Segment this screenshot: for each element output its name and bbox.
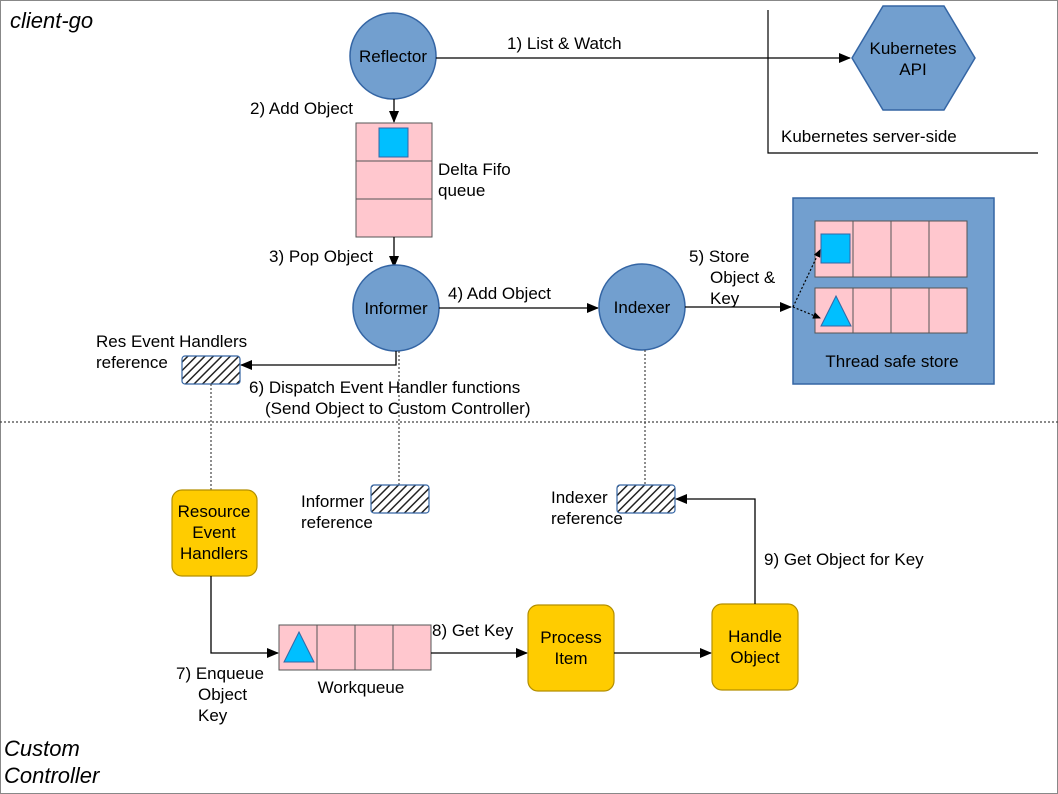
step-1-label: 1) List & Watch [507, 34, 622, 53]
step-8-label: 8) Get Key [432, 621, 514, 640]
res-event-handlers-ref-label-line1: Res Event Handlers [96, 332, 247, 351]
process-item-box [527, 604, 615, 692]
handle-object-label-line2: Object [730, 648, 779, 667]
step-5-label-line3: Key [710, 289, 740, 308]
informer-ref-label-line2: reference [301, 513, 373, 532]
arrow-dispatch-handlers [240, 351, 397, 370]
process-item-label-line1: Process [540, 628, 601, 647]
resource-event-handlers-box [171, 489, 258, 577]
workqueue-label: Workqueue [318, 678, 405, 697]
res-event-handlers-ref-label-line2: reference [96, 353, 168, 372]
step-2-label: 2) Add Object [250, 99, 353, 118]
server-side-label: Kubernetes server-side [781, 127, 957, 146]
workqueue [278, 624, 432, 671]
informer-ref-label-line1: Informer [301, 492, 365, 511]
store-row-2 [814, 287, 968, 334]
kubernetes-api-label-line1: Kubernetes [870, 39, 957, 58]
step-4-label: 4) Add Object [448, 284, 551, 303]
process-item-label-line2: Item [554, 649, 587, 668]
delta-fifo-label-line1: Delta Fifo [438, 160, 511, 179]
custom-controller-label-line2: Controller [4, 763, 101, 788]
queued-key-triangle [283, 630, 315, 663]
step-7-label-line1: 7) Enqueue [176, 664, 264, 683]
queued-object-square [378, 127, 409, 158]
indexer-ref-label-line2: reference [551, 509, 623, 528]
arrow-enqueue-key [210, 576, 279, 658]
informer-label: Informer [364, 299, 428, 318]
store-pointer-triangle [792, 306, 821, 319]
client-go-label: client-go [10, 8, 93, 33]
custom-controller-label-line1: Custom [4, 736, 80, 761]
kubernetes-api-label-line2: API [899, 60, 926, 79]
kubernetes-api-node [851, 5, 976, 111]
step-6-label-line1: 6) Dispatch Event Handler functions [249, 378, 520, 397]
step-5-label-line2: Object & [710, 268, 776, 287]
stored-object-square [820, 233, 851, 264]
delta-fifo-label-line2: queue [438, 181, 485, 200]
informer-reference [370, 484, 430, 514]
indexer-reference [616, 484, 676, 514]
resource-event-handlers-label-line1: Resource [178, 502, 251, 521]
indexer-label: Indexer [614, 298, 671, 317]
step-7-label-line2: Object [198, 685, 247, 704]
reflector-label: Reflector [359, 47, 427, 66]
store-pointer-square [792, 249, 821, 308]
arrow-get-object-for-key [675, 494, 756, 604]
handle-object-box [711, 603, 799, 691]
indexer-ref-label-line1: Indexer [551, 488, 608, 507]
res-event-handlers-reference [181, 355, 241, 385]
resource-event-handlers-label-line3: Handlers [180, 544, 248, 563]
stored-object-triangle [820, 294, 852, 327]
step-9-label: 9) Get Object for Key [764, 550, 924, 569]
resource-event-handlers-label-line2: Event [192, 523, 236, 542]
handle-object-label-line1: Handle [728, 627, 782, 646]
step-7-label-line3: Key [198, 706, 228, 725]
step-6-label-line2: (Send Object to Custom Controller) [265, 399, 531, 418]
step-5-label-line1: 5) Store [689, 247, 749, 266]
delta-fifo-queue [355, 122, 433, 238]
store-row-1 [814, 220, 968, 278]
step-3-label: 3) Pop Object [269, 247, 373, 266]
reflector-node [349, 12, 437, 100]
thread-safe-store-label: Thread safe store [825, 352, 958, 371]
